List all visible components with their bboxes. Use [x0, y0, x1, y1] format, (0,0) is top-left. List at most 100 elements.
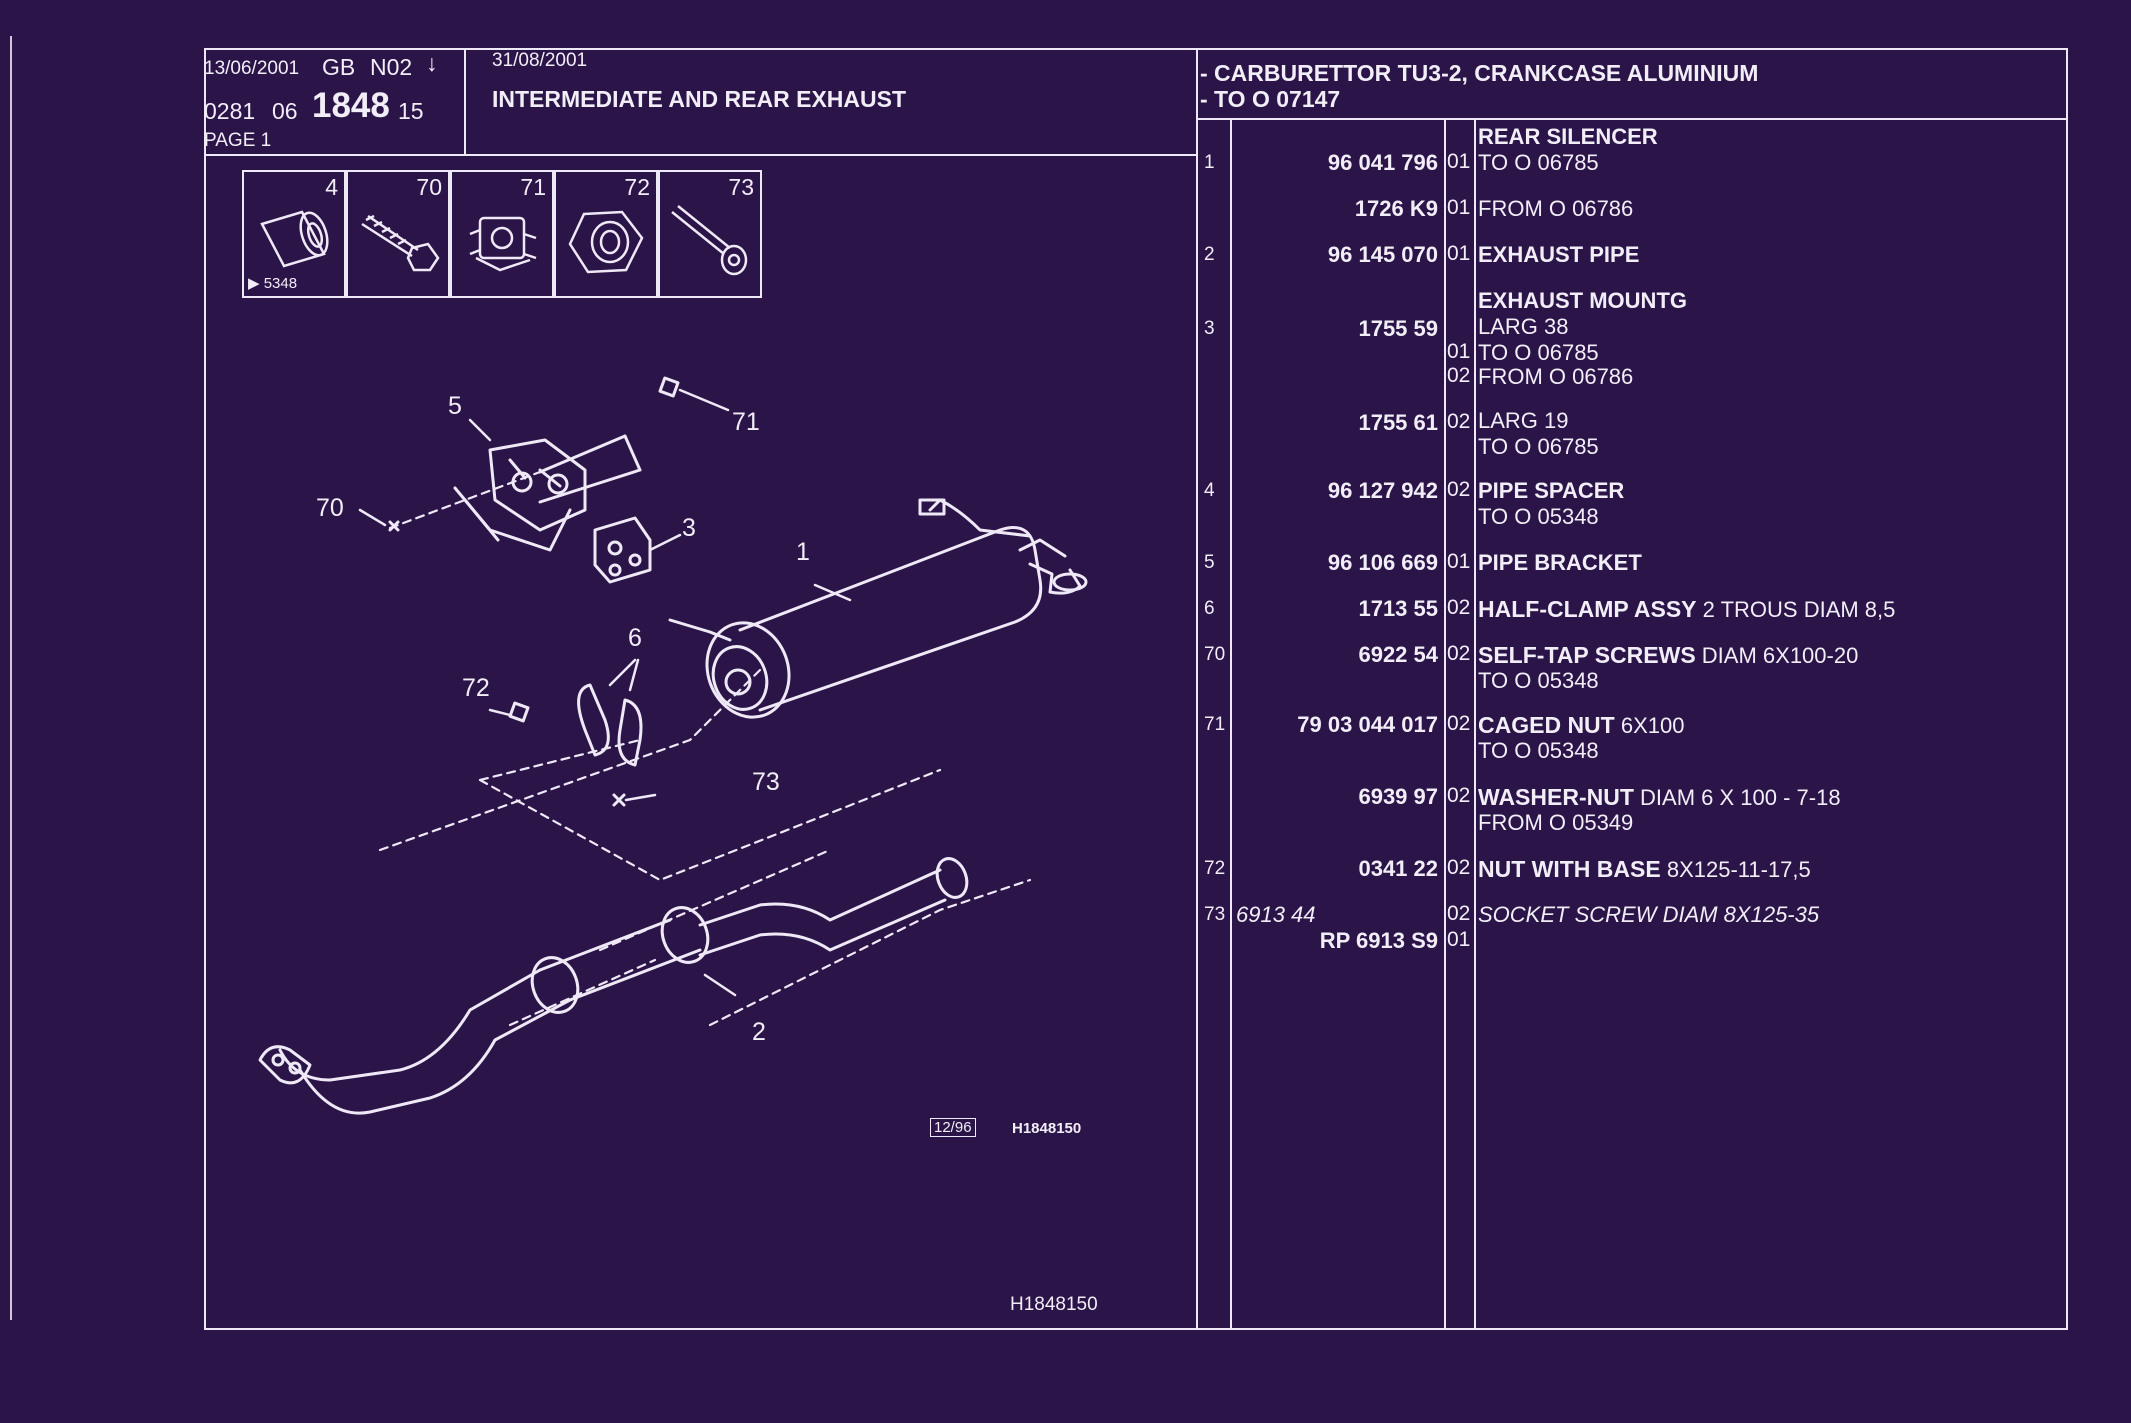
part-name: PIPE SPACER — [1478, 478, 1625, 503]
header-date2: 31/08/2001 — [492, 50, 588, 71]
part-ref: 0341 22 — [1358, 856, 1438, 881]
leader-lines — [358, 388, 852, 997]
thumb-spacer: 4 ▶ 5348 — [242, 170, 346, 298]
callout-73: 73 — [752, 768, 780, 796]
diagram-code-small: H1848150 — [1012, 1120, 1082, 1137]
callout-70: 70 — [316, 494, 344, 522]
main-divider — [1196, 48, 1198, 1330]
thumb-num: 73 — [728, 174, 754, 200]
thumb-num: 72 — [624, 174, 650, 200]
part-qty: 02 — [1447, 642, 1471, 665]
diagram-code-bottom: H1848150 — [1010, 1294, 1098, 1315]
caged-nut-icon — [469, 216, 537, 272]
thumb-socket-screw: 73 — [658, 170, 762, 298]
part-desc: SELF-TAP SCREWS DIAM 6X100-20 — [1478, 642, 1858, 669]
header-code: N02 — [370, 54, 413, 80]
part-qty: 02 — [1447, 902, 1471, 925]
part-index: 72 — [1204, 858, 1226, 879]
spacer-icon — [260, 210, 329, 268]
applicability-line2: - TO O 07147 — [1200, 86, 1341, 112]
part-extra: DIAM 6 X 100 - 7-18 — [1640, 785, 1841, 810]
part-line: TO O 06785 — [1478, 434, 1599, 459]
part-ref: 79 03 044 017 — [1297, 712, 1438, 737]
part-qty: 01 — [1447, 340, 1471, 363]
part-name: EXHAUST MOUNTG — [1478, 288, 1687, 313]
part-ref: RP 6913 S9 — [1319, 928, 1438, 953]
thumb-nut: 72 — [554, 170, 658, 298]
part-line: TO O 05348 — [1478, 738, 1599, 763]
thumb-num: 4 — [325, 174, 338, 200]
rear-silencer-drawing — [668, 498, 1088, 719]
socket-screw-icon — [671, 205, 748, 276]
part-qty: 01 — [1447, 242, 1471, 265]
part-name: NUT WITH BASE — [1478, 856, 1661, 882]
part-ref: 1755 59 — [1358, 316, 1438, 341]
part-ref: 6939 97 — [1358, 784, 1438, 809]
part-qty: 02 — [1447, 596, 1471, 619]
part-qty: 01 — [1447, 150, 1471, 173]
screw-icon — [361, 214, 440, 272]
applicability-line1: - CARBURETTOR TU3-2, CRANKCASE ALUMINIUM — [1200, 60, 1759, 86]
col-divider-2 — [1444, 118, 1446, 1330]
callout-6: 6 — [628, 624, 642, 652]
exhaust-mount-drawing — [593, 516, 652, 584]
revision-stamp: 12/96 — [930, 1118, 976, 1137]
part-index: 3 — [1204, 318, 1215, 339]
thumb-note: ▶ 5348 — [248, 275, 298, 292]
thumb-note-value: 5348 — [263, 275, 298, 292]
part-line: TO O 06785 — [1478, 340, 1599, 365]
header-ref-a: 0281 — [204, 98, 256, 124]
part-extra: 2 TROUS DIAM 8,5 — [1702, 597, 1896, 622]
part-qty: 02 — [1447, 364, 1471, 387]
thumb-caged-nut: 71 — [450, 170, 554, 298]
half-clamp-drawing — [577, 683, 643, 767]
part-line: TO O 05348 — [1478, 504, 1599, 529]
part-name: HALF-CLAMP ASSY — [1478, 596, 1697, 622]
part-desc: HALF-CLAMP ASSY 2 TROUS DIAM 8,5 — [1478, 596, 1895, 623]
part-index: 6 — [1204, 598, 1215, 619]
part-name: PIPE BRACKET — [1478, 550, 1642, 575]
col-divider-3 — [1474, 118, 1476, 1330]
callout-5: 5 — [448, 392, 462, 420]
exhaust-pipe-drawing — [258, 857, 969, 1115]
header-ref-c: 15 — [398, 98, 424, 124]
part-desc-italic: SOCKET SCREW DIAM 8X125-35 — [1478, 902, 1820, 927]
thumb-num: 70 — [416, 174, 442, 200]
part-qty: 02 — [1447, 410, 1471, 433]
nut-icon — [568, 210, 644, 274]
header-page: PAGE 1 — [204, 130, 272, 151]
part-ref: 1713 55 — [1358, 596, 1438, 621]
header-ref-main: 1848 — [312, 86, 390, 125]
part-ref: 1726 K9 — [1354, 196, 1438, 221]
part-desc: WASHER-NUT DIAM 6 X 100 - 7-18 — [1478, 784, 1841, 811]
part-qty: 01 — [1447, 196, 1471, 219]
part-index: 73 — [1204, 904, 1226, 925]
thumb-screw: 70 — [346, 170, 450, 298]
screw-marker-73 — [612, 793, 626, 807]
part-name: CAGED NUT — [1478, 712, 1615, 738]
nut-marker — [508, 701, 530, 723]
part-qty: 02 — [1447, 856, 1471, 879]
part-line: FROM O 06786 — [1478, 364, 1634, 389]
part-line: FROM O 05349 — [1478, 810, 1634, 835]
part-index: 1 — [1204, 152, 1215, 173]
part-ref: 1755 61 — [1358, 410, 1438, 435]
thumb-num: 71 — [520, 174, 546, 200]
caged-nut-marker — [658, 376, 680, 398]
part-name: REAR SILENCER — [1478, 124, 1658, 149]
part-index: 2 — [1204, 244, 1215, 265]
part-desc: NUT WITH BASE 8X125-11-17,5 — [1478, 856, 1811, 883]
part-qty: 01 — [1447, 928, 1471, 951]
part-extra: 6X100 — [1620, 713, 1685, 738]
catalog-frame — [204, 48, 2068, 1330]
part-ref: 96 145 070 — [1327, 242, 1438, 267]
part-name: EXHAUST PIPE — [1478, 242, 1640, 267]
part-name: WASHER-NUT — [1478, 784, 1634, 810]
part-desc: CAGED NUT 6X100 — [1478, 712, 1684, 739]
callout-71: 71 — [732, 408, 760, 436]
part-index: 5 — [1204, 552, 1215, 573]
part-index: 71 — [1204, 714, 1226, 735]
part-line: TO O 05348 — [1478, 668, 1599, 693]
part-extra: 8X125-11-17,5 — [1666, 857, 1811, 882]
header-arrow-icon: ↓ — [426, 50, 438, 76]
